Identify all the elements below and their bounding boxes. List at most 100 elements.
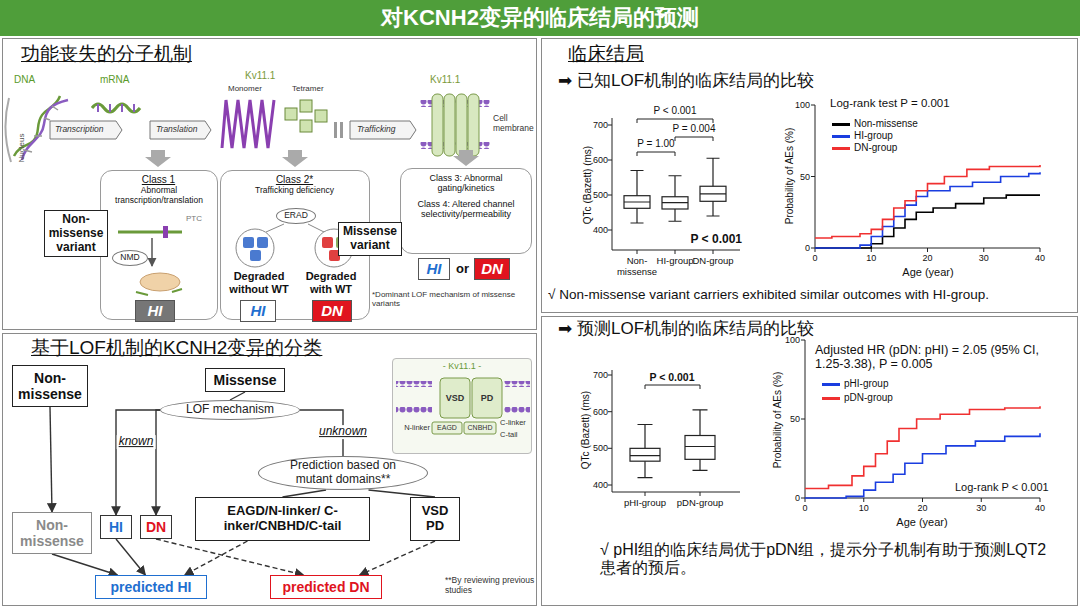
node-text: predicted DN	[282, 579, 369, 595]
membrane	[396, 407, 432, 413]
node-text: Abnormal transcription/translation	[105, 186, 213, 206]
step-arrow	[150, 121, 211, 139]
node-text: HI	[427, 260, 442, 277]
node-text: Non-missense variant	[48, 213, 104, 254]
class-box: Non-missense	[12, 365, 88, 407]
chart-label: Log-rank test P = 0.001	[830, 97, 950, 110]
pause-bar	[340, 122, 343, 138]
vsd-domain	[440, 378, 470, 418]
chart-label: 10	[859, 503, 869, 513]
chart-label: 600	[593, 407, 608, 417]
legend-swatch	[832, 135, 850, 138]
step-arrow	[50, 121, 122, 139]
tetramer-cube	[315, 110, 327, 122]
chart-label: HI-group	[652, 256, 698, 267]
chart-label: Age (year)	[896, 516, 947, 529]
chart-label: Cell membrane	[493, 114, 535, 134]
tetramer-cube	[300, 100, 312, 112]
chart-label: 30	[979, 253, 989, 263]
chart-label: QTc (Bazett) (ms)	[580, 391, 592, 469]
chart-label: 0	[802, 503, 807, 513]
chart-label: 40	[1035, 503, 1045, 513]
channel-subunit	[456, 94, 467, 156]
down-arrow	[145, 150, 171, 167]
box-body	[630, 448, 660, 461]
decision-oval: Prediction based on mutant domains**	[258, 456, 428, 490]
box-whisker	[700, 158, 726, 216]
connector	[116, 539, 145, 575]
box-body	[662, 197, 688, 209]
pause-bar	[334, 122, 337, 138]
box-whisker	[630, 425, 660, 478]
chart-label: C-tail	[500, 431, 518, 440]
nucleus-edge	[5, 98, 11, 162]
node-text: 功能丧失的分子机制	[21, 43, 321, 65]
chart-label: Tetramer	[292, 84, 324, 93]
chart-label: mRNA	[100, 74, 129, 86]
down-arrow	[282, 150, 308, 167]
km-curve	[815, 165, 1040, 238]
erad-link	[266, 224, 324, 232]
chart-label: Nucleus	[17, 134, 26, 163]
chart-label: 600	[593, 155, 608, 165]
mrna-fragment	[136, 289, 182, 295]
node-text: HI	[251, 302, 266, 319]
node-text: Non-missense	[16, 370, 84, 402]
chart-label: P < 0.001	[649, 371, 694, 383]
box-body	[624, 196, 650, 209]
variant-box: Missense variant	[338, 222, 402, 256]
degraded-cube	[257, 237, 268, 248]
degraded-cube	[322, 237, 333, 248]
chart-label: Age (year)	[902, 266, 953, 279]
down-arrow	[453, 150, 479, 166]
p-bracket	[645, 385, 700, 389]
eagd-domain	[432, 422, 462, 434]
chart-label: VSD	[446, 393, 465, 403]
chart-label: Kv11.1	[245, 70, 275, 82]
ptc-mark	[163, 226, 168, 238]
node-text: Missense	[213, 372, 276, 388]
chart-label: 0	[812, 253, 817, 263]
chart-label: PTC	[186, 214, 202, 223]
chart-label: DN-group	[690, 256, 736, 267]
chart-axis	[811, 105, 1040, 252]
inset-box: - Kv11.1 -	[392, 358, 532, 454]
box-whisker	[685, 410, 715, 471]
chart-label: Monomer	[228, 84, 262, 93]
chart-label: P < 0.001	[654, 105, 697, 117]
chart-label: N-linker	[404, 424, 430, 433]
domain-box: VSD PD	[410, 497, 460, 541]
connector	[156, 410, 160, 515]
node-text: LOF mechanism	[186, 403, 274, 417]
degraded-cube	[243, 237, 254, 248]
connector	[52, 554, 117, 575]
mrna-strand	[118, 231, 182, 234]
chart-label: DNA	[14, 74, 35, 86]
node-text: ➡ 预测LOF机制的临床结局的比较	[558, 319, 1058, 339]
chart-label: Translation	[156, 125, 197, 135]
chart-label: **By reviewing previous studies	[445, 576, 535, 596]
connector	[185, 541, 248, 575]
hi-badge: HI	[240, 300, 276, 322]
mrna-bases	[98, 104, 134, 112]
node-text: DN	[481, 260, 503, 277]
connector	[116, 410, 160, 515]
hi-badge: HI	[135, 300, 175, 322]
result-box: predicted DN	[270, 575, 382, 599]
chart-label: 500	[593, 443, 608, 453]
node-text: Trafficking deficiency	[221, 186, 368, 196]
chart-label: 400	[593, 225, 608, 235]
chart-label: Kv11.1	[430, 74, 460, 86]
chart-label: CNBHD	[468, 424, 493, 432]
chart-label: 50	[800, 171, 810, 181]
box-whisker	[624, 171, 650, 224]
chart-label: 100	[795, 100, 810, 110]
node-text: Class 2*	[221, 174, 368, 186]
connector	[50, 407, 52, 512]
legend-text: HI-group	[854, 130, 893, 142]
channel-subunit	[468, 94, 479, 156]
chart-label: or	[456, 262, 469, 277]
nmd-oval: NMD	[112, 250, 148, 266]
domain-box: EAGD/N-linker/ C-inker/CNBHD/C-tail	[195, 497, 370, 541]
